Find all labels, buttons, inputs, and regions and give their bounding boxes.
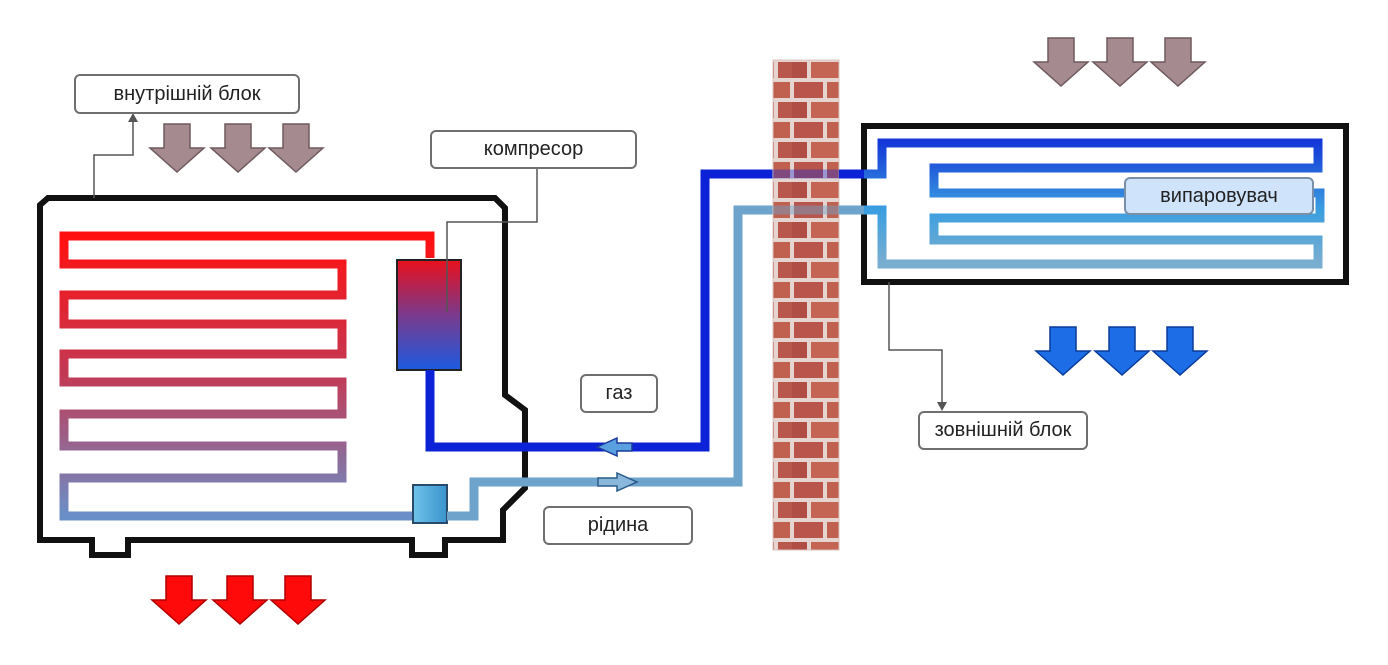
evaporator-label: випаровувач — [1124, 177, 1314, 215]
liquid-label: рідина — [543, 506, 693, 545]
down-arrow-icon — [211, 575, 269, 626]
down-arrow-icon — [1034, 326, 1092, 377]
flow-direction-arrow-icon — [597, 471, 639, 493]
intake-air-arrows-indoor — [148, 123, 325, 174]
down-arrow-icon — [1032, 37, 1090, 88]
flow-direction-arrow-icon — [595, 436, 633, 458]
down-arrow-icon — [150, 575, 208, 626]
brick-wall — [773, 60, 839, 550]
gas-label: газ — [580, 374, 658, 413]
compressor-leader — [446, 169, 538, 312]
down-arrow-icon — [1149, 37, 1207, 88]
down-arrow-icon — [148, 123, 206, 174]
evaporator-coil — [864, 138, 1325, 269]
outdoor-unit-label: зовнішній блок — [918, 411, 1088, 450]
indoor-unit-label: внутрішній блок — [74, 74, 300, 114]
hot-air-arrows — [150, 575, 327, 626]
down-arrow-icon — [269, 575, 327, 626]
down-arrow-icon — [1093, 326, 1151, 377]
down-arrow-icon — [267, 123, 325, 174]
compressor — [396, 259, 462, 371]
expansion-valve — [412, 484, 448, 524]
intake-air-arrows-outdoor — [1032, 37, 1207, 88]
down-arrow-icon — [1091, 37, 1149, 88]
cold-air-arrows — [1034, 326, 1209, 377]
indoor-unit-leader — [93, 120, 134, 198]
outdoor-unit-leader — [888, 282, 943, 403]
leader-arrowhead — [937, 402, 947, 411]
down-arrow-icon — [1151, 326, 1209, 377]
leader-arrowhead — [128, 113, 138, 122]
compressor-label: компресор — [430, 130, 637, 169]
condenser-coil — [59, 231, 435, 521]
indoor-unit-outline — [37, 195, 528, 558]
gas-line — [425, 169, 775, 452]
down-arrow-icon — [209, 123, 267, 174]
